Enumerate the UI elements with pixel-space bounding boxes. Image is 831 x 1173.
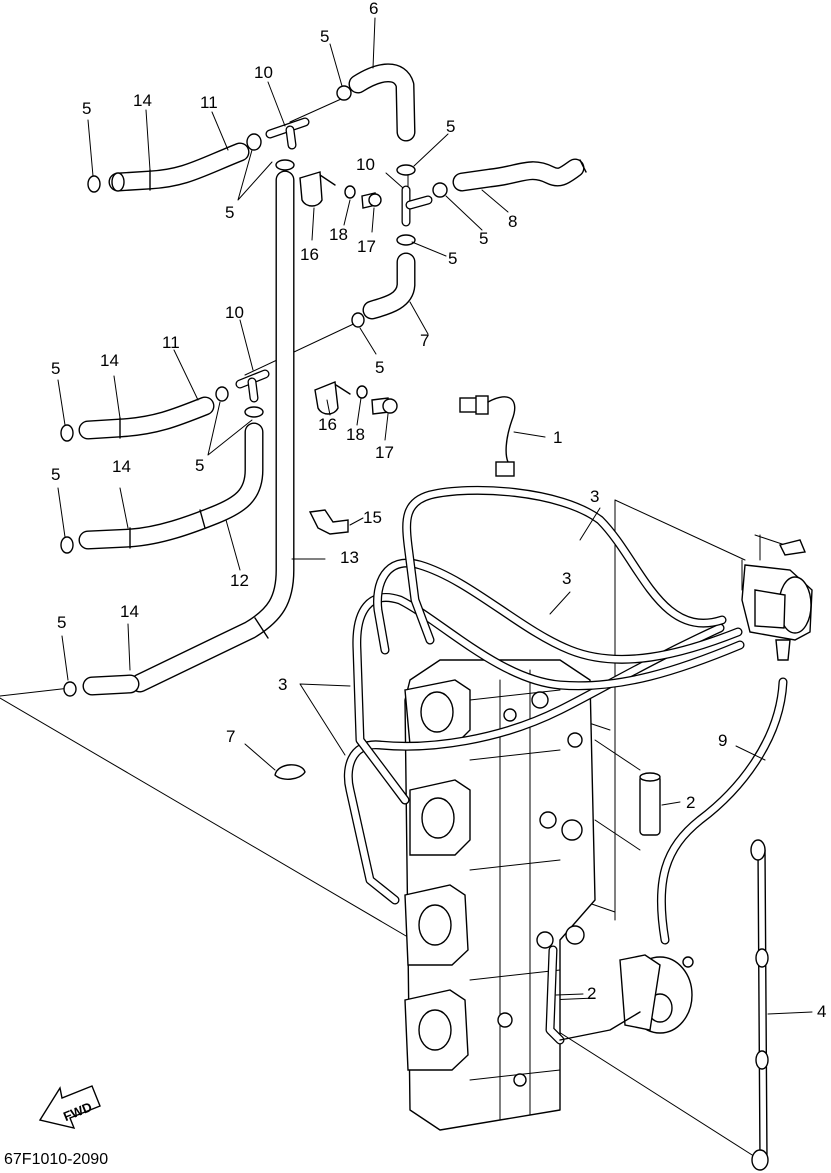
pipe-2-upper [639,772,661,836]
callout-18: 18 [346,425,365,444]
hose-7-middle [351,252,416,328]
callout-14: 14 [120,602,139,621]
fwd-arrow-icon: FWD [38,1085,101,1129]
hose-14-12 [60,422,264,554]
ground-wire-4 [750,839,769,1171]
hose-14-bottom [63,674,140,697]
callout-17: 17 [357,237,376,256]
callout-14: 14 [112,457,131,476]
joint-10-upper [265,63,416,176]
callout-7: 7 [420,331,429,350]
callout-3: 3 [278,675,287,694]
callout-5: 5 [448,249,457,268]
clamp-6 [274,764,306,780]
callout-1: 1 [553,428,562,447]
callout-11: 11 [162,333,180,352]
callout-5: 5 [195,456,204,475]
callout-17: 17 [375,443,394,462]
callout-5: 5 [320,27,329,46]
callout-4: 4 [817,1002,826,1021]
callout-13: 13 [340,548,359,567]
diagram-code: 67F1010-2090 [4,1151,108,1168]
callout-5: 5 [57,613,66,632]
callout-16: 16 [300,245,319,264]
solenoid-valve [741,539,813,661]
carburetor-assembly [404,659,596,1131]
callout-5: 5 [479,229,488,248]
hose-9 [656,677,788,945]
callout-3: 3 [590,487,599,506]
hose-14-11-upper [87,133,262,193]
callout-5: 5 [446,117,455,136]
callout-11: 11 [200,93,218,112]
clip-bolt-upper [299,171,382,209]
callout-8: 8 [508,212,517,231]
callout-10: 10 [254,63,273,82]
hose-14-11-middle [60,369,270,442]
callout-5: 5 [51,465,60,484]
callout-5: 5 [82,99,91,118]
callout-12: 12 [230,571,249,590]
callout-14: 14 [133,91,152,110]
callout-5: 5 [51,359,60,378]
callout-5: 5 [375,358,384,377]
clip-15 [308,509,349,535]
callout-5: 5 [225,203,234,222]
joint-10-right [396,158,587,246]
callout-15: 15 [363,508,382,527]
callout-10: 10 [225,303,244,322]
callout-3: 3 [562,569,571,588]
clip-bolt-lower [314,381,398,415]
callout-9: 9 [718,731,727,750]
callout-7: 6 [369,0,378,18]
callout-2: 2 [686,793,695,812]
callout-labels: 6 5 10 5 14 11 5 10 5 5 8 18 17 16 5 10 … [51,0,826,1021]
hoses-3 [343,485,745,905]
callout-18: 18 [329,225,348,244]
callout-10: 10 [356,155,375,174]
callout-2: 2 [587,984,596,1003]
pipe-2-lower-regulator [545,945,694,1045]
callout-14: 14 [100,351,119,370]
harness-1 [459,395,516,477]
pipe-13 [130,159,295,693]
leader-lines [57,17,813,1015]
callout-6: 7 [226,727,235,746]
callout-16: 16 [318,415,337,434]
